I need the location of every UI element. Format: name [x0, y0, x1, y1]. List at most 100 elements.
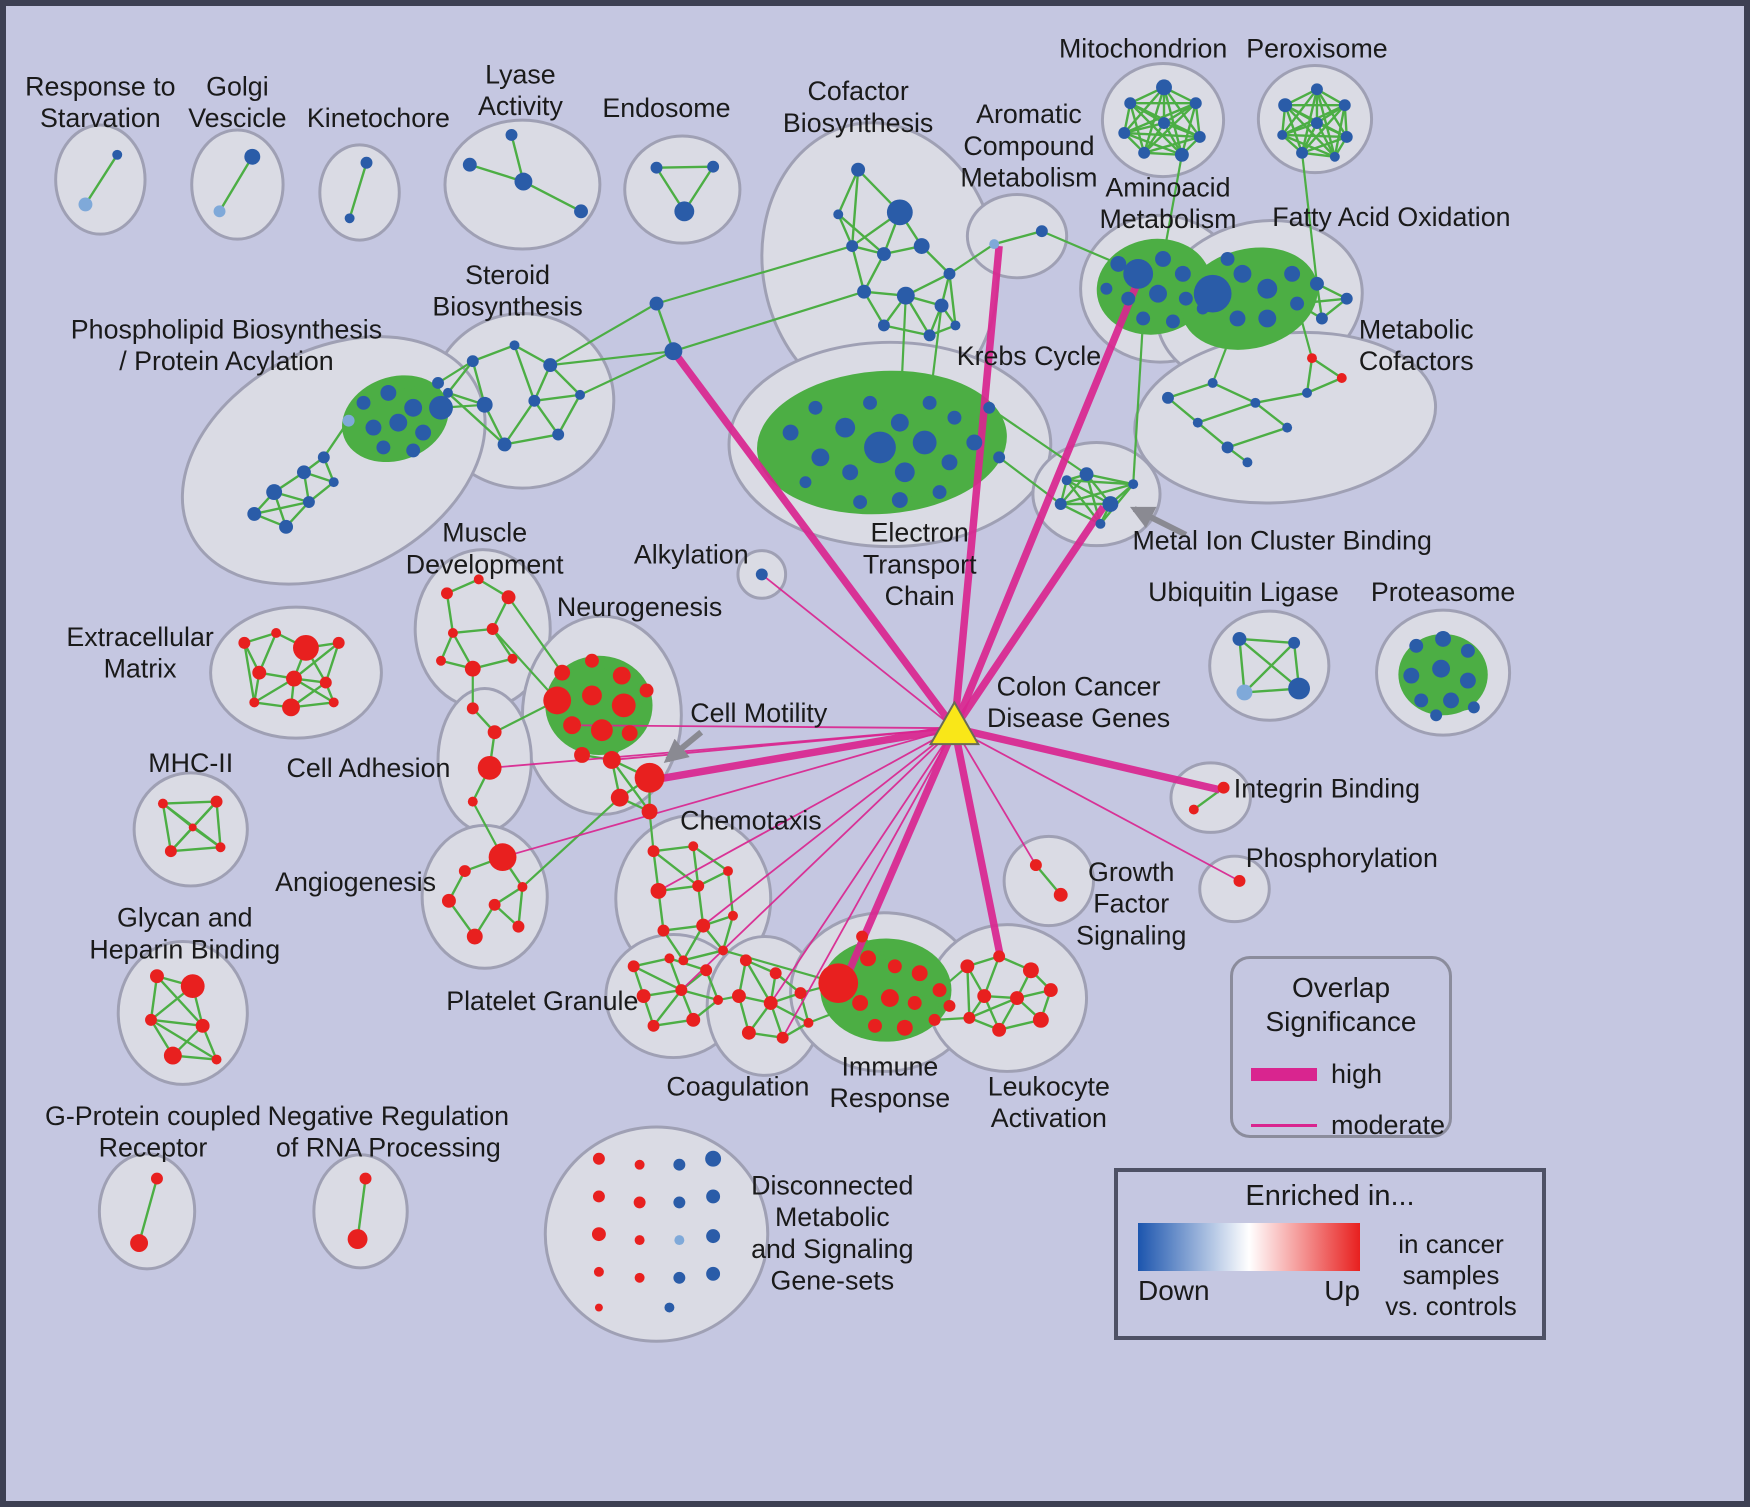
geneset-node-peroxisome-2 — [1338, 99, 1351, 112]
geneset-node-neurogenesis-7 — [590, 719, 613, 742]
geneset-node-phospholipid-biosynthesis-4 — [429, 395, 453, 420]
overlap-edge-high — [950, 245, 1003, 729]
geneset-edge-mitochondrion — [1180, 102, 1197, 156]
geneset-node-mitochondrion-0 — [1124, 97, 1137, 110]
inter-cluster-edge — [579, 350, 674, 396]
geneset-node-extracellular-matrix-5 — [286, 670, 302, 687]
geneset-edge-metal-ion-cluster-binding — [1060, 483, 1134, 506]
geneset-edge-mhc-ii — [192, 826, 222, 849]
geneset-node-phospholipid-biosynthesis-14 — [266, 484, 283, 501]
geneset-node-steroid-biosynthesis-7 — [552, 428, 565, 441]
geneset-edge-metabolic-cofactors — [1212, 381, 1256, 404]
geneset-node-metal-ion-cluster-binding-4 — [1128, 479, 1139, 490]
enrichment-note-line2: samples — [1402, 1260, 1500, 1290]
moderate-significance-line — [1251, 1124, 1317, 1127]
geneset-node-platelet-granule-0 — [627, 960, 640, 973]
geneset-node-aminoacid-metabolism-0 — [1100, 282, 1113, 295]
geneset-edge-mitochondrion — [1129, 102, 1183, 156]
geneset-edge-cofactor-biosynthesis — [850, 169, 860, 247]
geneset-edge-leukocyte-activation — [966, 966, 971, 1018]
geneset-node-peroxisome-7 — [1329, 151, 1340, 162]
geneset-node-aminoacid-metabolism-2 — [1123, 258, 1154, 289]
overlap-edge-high — [953, 724, 1221, 794]
geneset-node-disconnected-genesets-4 — [594, 1303, 603, 1312]
geneset-node-muscle-development-3 — [447, 628, 458, 638]
cluster-label-krebs-cycle: Krebs Cycle — [957, 341, 1101, 371]
cluster-label-coagulation: Coagulation — [666, 1071, 809, 1101]
geneset-edge-lyase-activity — [522, 180, 582, 213]
geneset-node-electron-transport-chain-8 — [894, 462, 915, 483]
overlap-edge-moderate — [680, 727, 956, 991]
geneset-node-cofactor-biosynthesis-1 — [886, 199, 913, 226]
cluster-label-endosome: Endosome — [602, 93, 730, 123]
geneset-node-neurogenesis-5 — [611, 693, 636, 718]
geneset-node-phospholipid-biosynthesis-2 — [380, 384, 397, 401]
geneset-node-coagulation-3 — [763, 996, 778, 1010]
geneset-node-leukocyte-activation-8 — [963, 1011, 976, 1024]
geneset-node-proteasome-3 — [1403, 667, 1420, 684]
geneset-node-disconnected-genesets-15 — [706, 1229, 721, 1244]
geneset-node-glycan-heparin-binding-2 — [145, 1013, 157, 1026]
geneset-edge-steroid-biosynthesis — [513, 344, 536, 402]
geneset-node-disconnected-genesets-3 — [593, 1266, 604, 1277]
geneset-node-endosome-2 — [674, 201, 695, 222]
geneset-node-g-protein-coupled-receptor-0 — [150, 1172, 163, 1185]
geneset-node-immune-response-3 — [887, 959, 902, 974]
geneset-node-disconnected-genesets-0 — [592, 1152, 605, 1165]
geneset-node-glycan-heparin-binding-5 — [211, 1054, 222, 1065]
geneset-node-coagulation-1 — [769, 967, 782, 980]
legend-high-label: high — [1331, 1059, 1383, 1089]
geneset-edge-mitochondrion — [1143, 122, 1165, 154]
geneset-edge-steroid-biosynthesis — [557, 394, 582, 436]
geneset-node-metal-ion-cluster-binding-3 — [1102, 496, 1119, 512]
geneset-node-neurogenesis-14 — [641, 803, 658, 820]
geneset-edge-peroxisome — [1281, 88, 1318, 136]
geneset-edge-platelet-granule — [669, 957, 707, 972]
geneset-node-kinetochore-0 — [344, 213, 355, 224]
geneset-node-disconnected-genesets-2 — [591, 1227, 606, 1242]
gradient-endpoint-labels: Down Up — [1138, 1275, 1360, 1307]
geneset-node-fatty-acid-oxidation-10 — [1340, 292, 1353, 305]
geneset-edge-mhc-ii — [215, 801, 222, 848]
overlap-edge-moderate — [502, 727, 955, 859]
geneset-edge-glycan-heparin-binding — [156, 975, 204, 1027]
geneset-node-angiogenesis-4 — [488, 898, 501, 911]
enrichment-note: in cancer samples vs. controls — [1376, 1229, 1526, 1322]
geneset-node-endosome-1 — [707, 160, 720, 173]
overlap-edge-high — [950, 727, 1005, 962]
geneset-node-proteasome-9 — [1430, 709, 1443, 722]
geneset-node-proteasome-5 — [1459, 672, 1476, 689]
colon-cancer-hub-triangle — [928, 700, 980, 746]
geneset-edge-cofactor-biosynthesis — [863, 253, 885, 293]
geneset-node-cofactor-biosynthesis-5 — [913, 238, 930, 255]
geneset-node-neurogenesis-6 — [563, 716, 582, 735]
geneset-node-neurogenesis-9 — [574, 747, 590, 763]
geneset-edge-lyase-activity — [469, 163, 524, 183]
geneset-node-leukocyte-activation-6 — [1032, 1011, 1049, 1028]
pointer-arrow — [663, 729, 704, 763]
geneset-edge-extracellular-matrix — [243, 642, 256, 703]
geneset-node-angiogenesis-1 — [458, 865, 471, 878]
cluster-label-chemotaxis: Chemotaxis — [680, 805, 821, 835]
geneset-node-muscle-development-1 — [473, 574, 484, 585]
geneset-edge-metal-ion-cluster-binding — [1086, 473, 1134, 486]
geneset-edge-muscle-development — [491, 628, 514, 660]
geneset-node-mhc-ii-4 — [188, 823, 197, 832]
geneset-node-angiogenesis-6 — [512, 920, 525, 933]
geneset-edge-neurogenesis — [610, 759, 651, 813]
geneset-node-integrin-binding-0 — [1188, 804, 1199, 815]
geneset-edge-cofactor-biosynthesis — [948, 273, 957, 326]
geneset-node-aminoacid-metabolism-3 — [1155, 251, 1171, 267]
geneset-edge-steroid-biosynthesis — [503, 400, 536, 446]
geneset-node-chemotaxis-3 — [692, 879, 705, 892]
geneset-edge-peroxisome — [1333, 104, 1346, 158]
cluster-label-angiogenesis: Angiogenesis — [275, 867, 436, 897]
geneset-node-mhc-ii-0 — [157, 798, 168, 809]
geneset-edge-steroid-biosynthesis — [533, 400, 560, 436]
geneset-edge-metabolic-cofactors — [1167, 396, 1199, 424]
